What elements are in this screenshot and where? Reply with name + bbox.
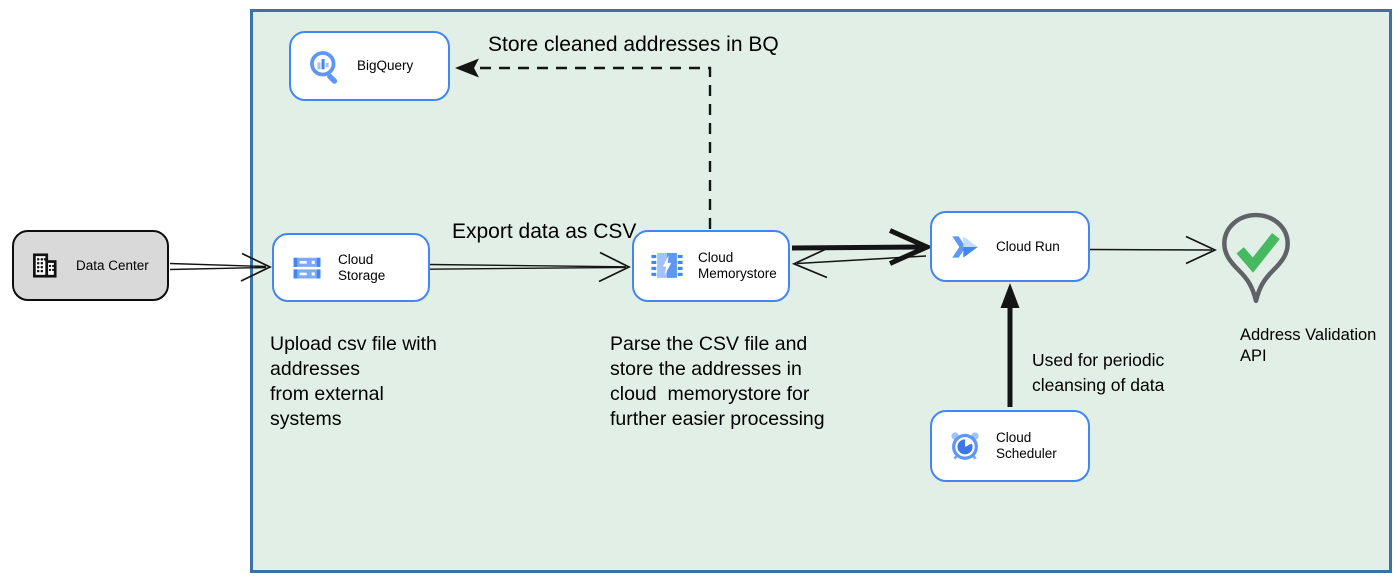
map-pin-check-icon[interactable] [1221,212,1291,308]
cloud-run-icon [948,230,982,264]
annotation-store-bq: Store cleaned addresses in BQ [488,33,779,56]
node-cloud-storage[interactable]: Cloud Storage [272,233,430,302]
node-cloud-memorystore[interactable]: Cloud Memorystore [632,230,790,302]
annotation-parse-note: Parse the CSV file and store the address… [610,333,825,430]
memorystore-icon [650,249,684,283]
address-validation-label: Address Validation API [1240,326,1377,365]
node-label: Data Center [76,257,149,273]
node-cloud-run[interactable]: Cloud Run [930,211,1090,282]
node-label: Cloud Scheduler [996,430,1057,461]
node-cloud-scheduler[interactable]: Cloud Scheduler [930,410,1090,482]
annotation-export-csv: Export data as CSV [452,220,637,243]
cloud-zone[interactable] [250,9,1392,573]
node-label: BigQuery [357,58,414,73]
node-label: Cloud Memorystore [698,250,777,281]
annotation-periodic-note: Used for periodic cleansing of data [1032,350,1165,395]
bigquery-icon [307,48,343,84]
node-data-center[interactable]: Data Center [12,230,169,301]
node-label: Cloud Run [996,238,1060,254]
cloud-scheduler-icon [948,429,982,463]
node-bigquery[interactable]: BigQuery [289,31,450,101]
building-icon [31,252,58,279]
node-label: Cloud Storage [338,251,386,283]
annotation-upload-note: Upload csv file with addresses from exte… [270,333,437,430]
cloud-storage-icon [290,251,324,285]
